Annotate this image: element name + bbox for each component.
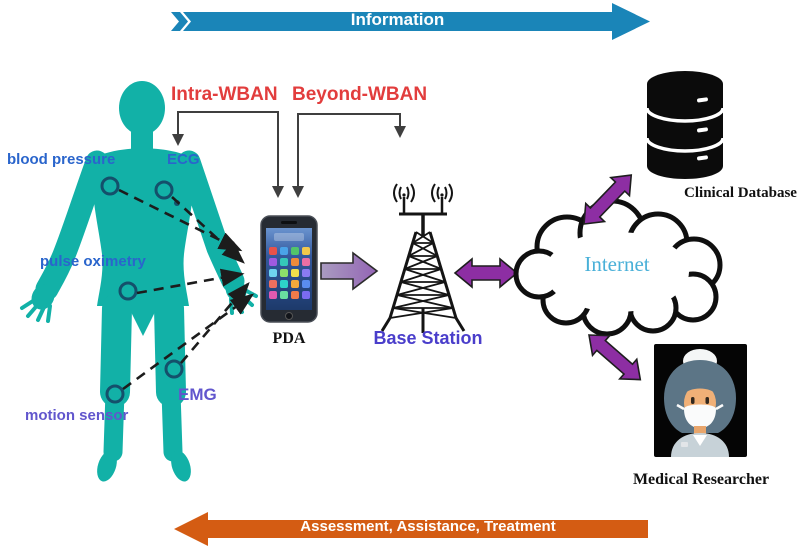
- beyond-wban-label: Beyond-WBAN: [292, 84, 428, 105]
- base-station-tower-icon: [380, 183, 466, 333]
- information-arrow: [171, 3, 650, 40]
- database-icon: [645, 71, 725, 179]
- assessment-banner-label: Assessment, Assistance, Treatment: [300, 518, 556, 535]
- blood-pressure-sensor-icon: [100, 176, 120, 196]
- left-hand: [20, 284, 55, 323]
- blood-pressure-label: blood pressure: [7, 151, 116, 168]
- pulse-oximetry-sensor-icon: [118, 281, 138, 301]
- pda-to-base-arrow: [320, 251, 379, 291]
- pda-app-grid: [269, 247, 310, 299]
- base-to-internet-arrow: [453, 257, 519, 289]
- medical-researcher-label: Medical Researcher: [632, 471, 770, 488]
- pulse-oximetry-label: pulse oximetry: [40, 253, 146, 270]
- motion-sensor-label: motion sensor: [25, 407, 129, 424]
- assessment-arrow: [174, 512, 648, 546]
- emg-sensor-icon: [164, 359, 184, 379]
- base-station-label: Base Station: [373, 328, 483, 348]
- wban-bracket-lines: [177, 111, 401, 188]
- information-banner-label: Information: [350, 10, 445, 29]
- internet-to-database-arrow: [583, 174, 633, 225]
- intra-wban-label: Intra-WBAN: [171, 84, 278, 105]
- internet-to-researcher-arrow: [588, 334, 642, 381]
- internet-cloud: [513, 198, 723, 337]
- motion-sensor-icon: [105, 384, 125, 404]
- internet-label: Internet: [584, 252, 650, 276]
- pda-phone-icon: [260, 215, 318, 323]
- wban-bracket-arrowheads: [172, 126, 406, 198]
- medical-researcher-avatar: [654, 344, 747, 457]
- clinical-database-label: Clinical Database: [684, 185, 797, 201]
- pda-label: PDA: [272, 330, 306, 347]
- ecg-label: ECG: [167, 151, 200, 168]
- emg-label: EMG: [178, 385, 217, 404]
- sensor-to-pda-links: [118, 188, 255, 391]
- ecg-sensor-icon: [154, 180, 174, 200]
